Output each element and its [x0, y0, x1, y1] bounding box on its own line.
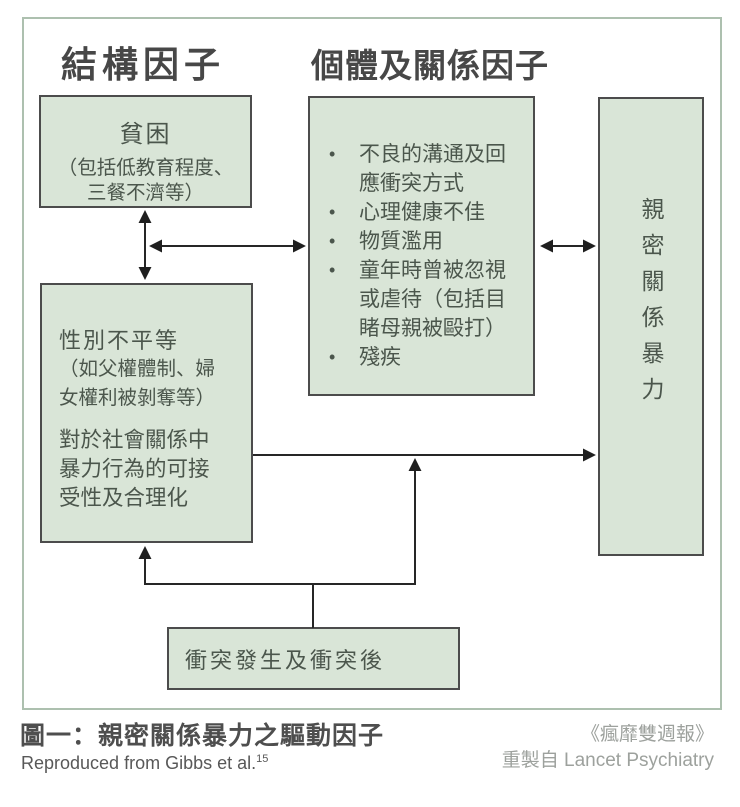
credit-source: 重製自 Lancet Psychiatry — [501, 750, 714, 771]
individual-factors-box: • 不良的溝通及回 應衝突方式 • 心理健康不佳 • 物質濫用 • 童年時曾被忽… — [308, 96, 535, 396]
bullet-icon: • — [329, 231, 336, 251]
ipv-box: 親密關係暴力 — [598, 97, 704, 556]
list-item: • 不良的溝通及回 應衝突方式 — [329, 140, 525, 198]
figure-source-ref: 15 — [256, 753, 269, 765]
bullet-icon: • — [329, 260, 336, 280]
gender-subtitle: （如父權體制、婦 女權利被剝奪等） — [59, 358, 216, 409]
list-item: • 童年時曾被忽視 或虐待（包括目 睹母親被毆打） — [329, 256, 525, 343]
poverty-title: 貧困 — [119, 121, 172, 148]
bullet-icon: • — [329, 347, 336, 367]
credit-publication: 《瘋靡雙週報》 — [580, 724, 714, 745]
heading-structural-factors: 結構因子 — [61, 44, 226, 85]
conflict-box: 衝突發生及衝突後 — [167, 627, 460, 690]
credits-block: 《瘋靡雙週報》 重製自 Lancet Psychiatry — [502, 722, 714, 774]
bullet-icon: • — [329, 144, 336, 164]
figure-source-text: Reproduced from Gibbs et al. — [21, 753, 257, 773]
figure-source: Reproduced from Gibbs et al.15 — [21, 753, 268, 774]
list-item: • 心理健康不佳 — [329, 198, 525, 227]
list-item-text: 不良的溝通及回 應衝突方式 — [359, 143, 506, 195]
list-item-text: 物質濫用 — [359, 230, 443, 253]
list-item-text: 殘疾 — [359, 346, 401, 369]
list-item: • 殘疾 — [329, 343, 525, 372]
list-item-text: 童年時曾被忽視 或虐待（包括目 睹母親被毆打） — [359, 259, 506, 340]
poverty-detail: （包括低教育程度、 三餐不濟等） — [57, 157, 234, 204]
gender-title: 性別不平等 — [59, 328, 180, 353]
gender-inequality-box: 性別不平等 （如父權體制、婦 女權利被剝奪等） 對於社會關係中 暴力行為的可接 … — [40, 283, 253, 543]
gender-body: 對於社會關係中 暴力行為的可接 受性及合理化 — [59, 428, 210, 510]
list-item-text: 心理健康不佳 — [359, 201, 485, 224]
heading-individual-factors: 個體及關係因子 — [311, 47, 549, 84]
list-item: • 物質濫用 — [329, 227, 525, 256]
figure-caption: 圖一：親密關係暴力之驅動因子 — [20, 722, 385, 750]
ipv-label: 親密關係暴力 — [638, 196, 664, 413]
poverty-box: 貧困 （包括低教育程度、 三餐不濟等） — [39, 95, 252, 208]
conflict-label: 衝突發生及衝突後 — [185, 647, 386, 673]
bullet-icon: • — [329, 202, 336, 222]
